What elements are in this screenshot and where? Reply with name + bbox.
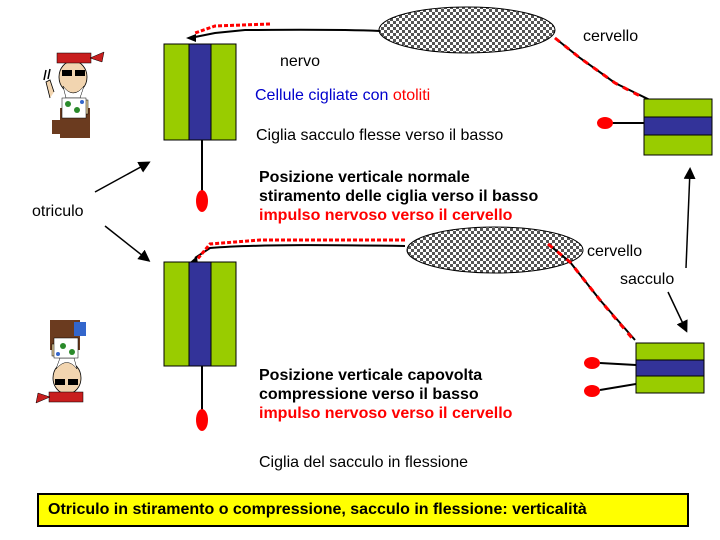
label-cervello-mid: cervello (587, 243, 643, 260)
label-pos-normale-3: impulso nervoso verso il cervello (259, 207, 513, 224)
text-block-capovolta: Posizione verticale capovolta compressio… (259, 366, 512, 423)
label-pos-normale-2: stiramento delle ciglia verso il basso (259, 188, 539, 205)
label-otriculo: otriculo (32, 203, 84, 220)
cilium-bottom-right-low (584, 383, 637, 397)
nerve-top-right (554, 36, 651, 101)
cell-top-left (163, 43, 237, 141)
footer-summary: Otriculo in stiramento o compressione, s… (37, 493, 689, 527)
cartoon-figure-upright (43, 51, 105, 138)
arrow-otriculo-up (94, 161, 151, 193)
label-pos-capovolta-1: Posizione verticale capovolta (259, 367, 483, 384)
brain-ellipse-top (378, 6, 556, 54)
brain-ellipse-mid (406, 226, 584, 274)
label-pos-capovolta-2: compressione verso il basso (259, 386, 479, 403)
arrow-otriculo-down (104, 225, 151, 262)
cartoon-figure-upside-down (35, 320, 86, 404)
label-cellule-otoliti: otoliti (392, 87, 431, 104)
cell-bottom-left (163, 261, 237, 367)
label-cellule-cigliate: Cellule cigliate con otoliti (255, 86, 430, 105)
label-ciglia-sacculo: Ciglia sacculo flesse verso il basso (256, 127, 504, 144)
cilium-top-left (196, 140, 208, 212)
text-block-normale: Posizione verticale normale stiramento d… (259, 168, 538, 225)
arrow-sacculo-up (683, 167, 696, 269)
label-sacculo: sacculo (620, 271, 675, 288)
label-pos-capovolta-3: impulso nervoso verso il cervello (259, 405, 513, 422)
cilium-bottom-right-top (584, 357, 637, 369)
label-cervello-top: cervello (583, 28, 639, 45)
nerve-mid-right (547, 242, 636, 341)
arrow-sacculo-down (667, 291, 688, 333)
label-pos-normale-1: Posizione verticale normale (259, 169, 470, 186)
label-ciglia-flessione: Ciglia del sacculo in flessione (259, 454, 468, 471)
cilium-bottom-left (196, 366, 208, 431)
cell-bottom-right (635, 342, 705, 394)
label-cellule-prefix: Cellule cigliate con (255, 87, 393, 104)
nerve-top (186, 22, 381, 42)
label-nervo: nervo (280, 53, 321, 70)
cell-top-right (643, 98, 713, 156)
cilium-top-right (597, 117, 644, 129)
